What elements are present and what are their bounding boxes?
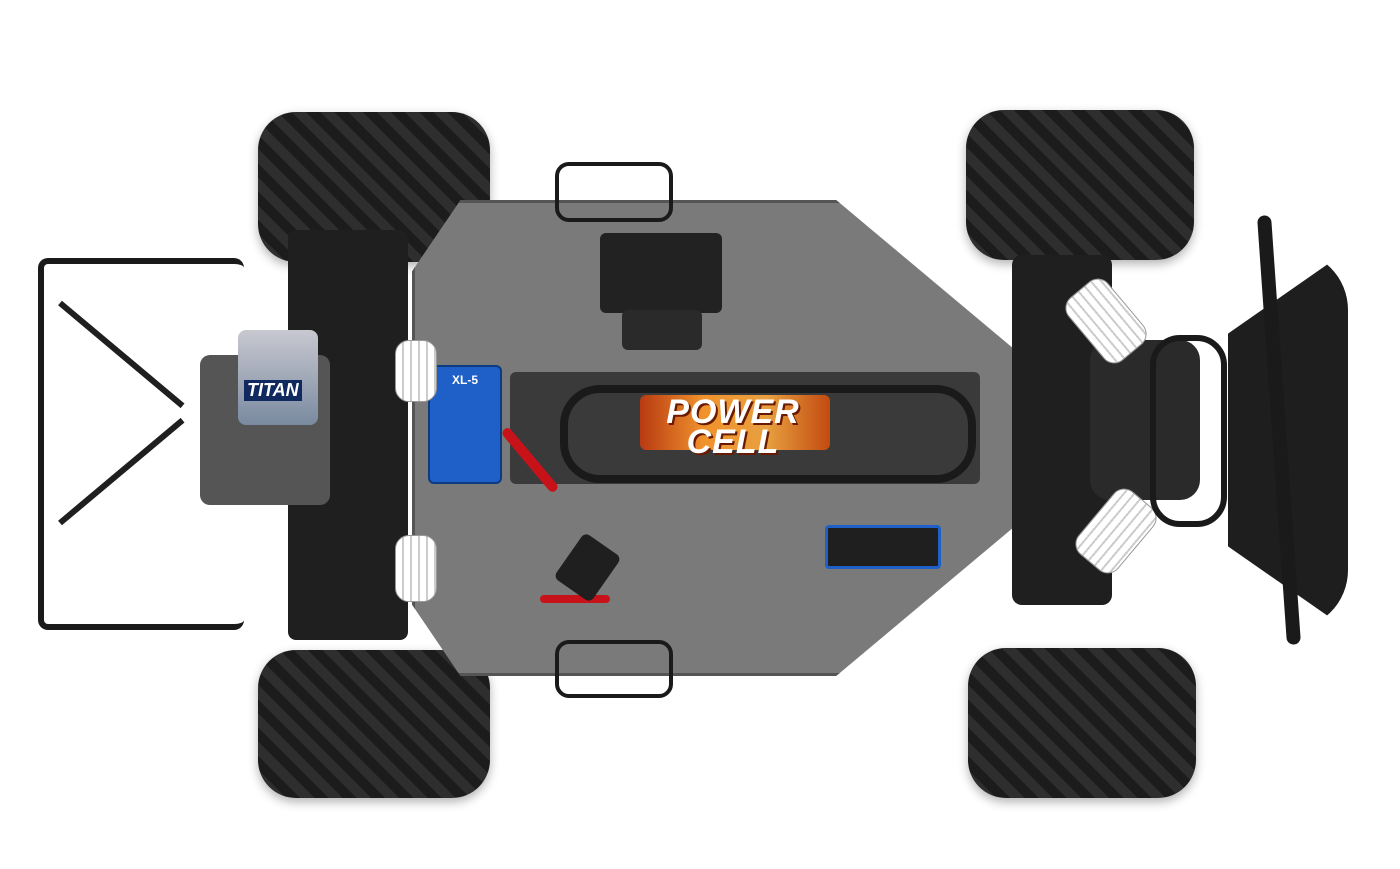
- rear-bumper-cage: [38, 258, 244, 630]
- steering-servo: [825, 525, 941, 569]
- battery-hold-down: [560, 385, 976, 483]
- motor-label: TITAN: [244, 380, 302, 401]
- front-steering-block: [1090, 340, 1200, 500]
- tire-front-right: [968, 648, 1196, 798]
- body-clip-hoop-bottom: [555, 640, 673, 698]
- tire-front-left: [966, 110, 1194, 260]
- receiver-box-lid: [622, 310, 702, 350]
- battery-brand: POWER CELL: [666, 393, 800, 461]
- power-wire: [540, 595, 610, 603]
- esc: XL-5: [428, 365, 502, 484]
- shock-rear-top: [395, 340, 437, 402]
- battery-label: POWER CELL: [640, 395, 830, 459]
- esc-label: XL-5: [452, 373, 479, 387]
- motor: TITAN: [238, 330, 318, 425]
- shock-rear-bottom: [395, 535, 437, 602]
- body-clip-hoop-top: [555, 162, 673, 222]
- bumper-hoop: [1150, 335, 1227, 527]
- tire-rear-right: [258, 650, 490, 798]
- receiver-box: [600, 233, 722, 313]
